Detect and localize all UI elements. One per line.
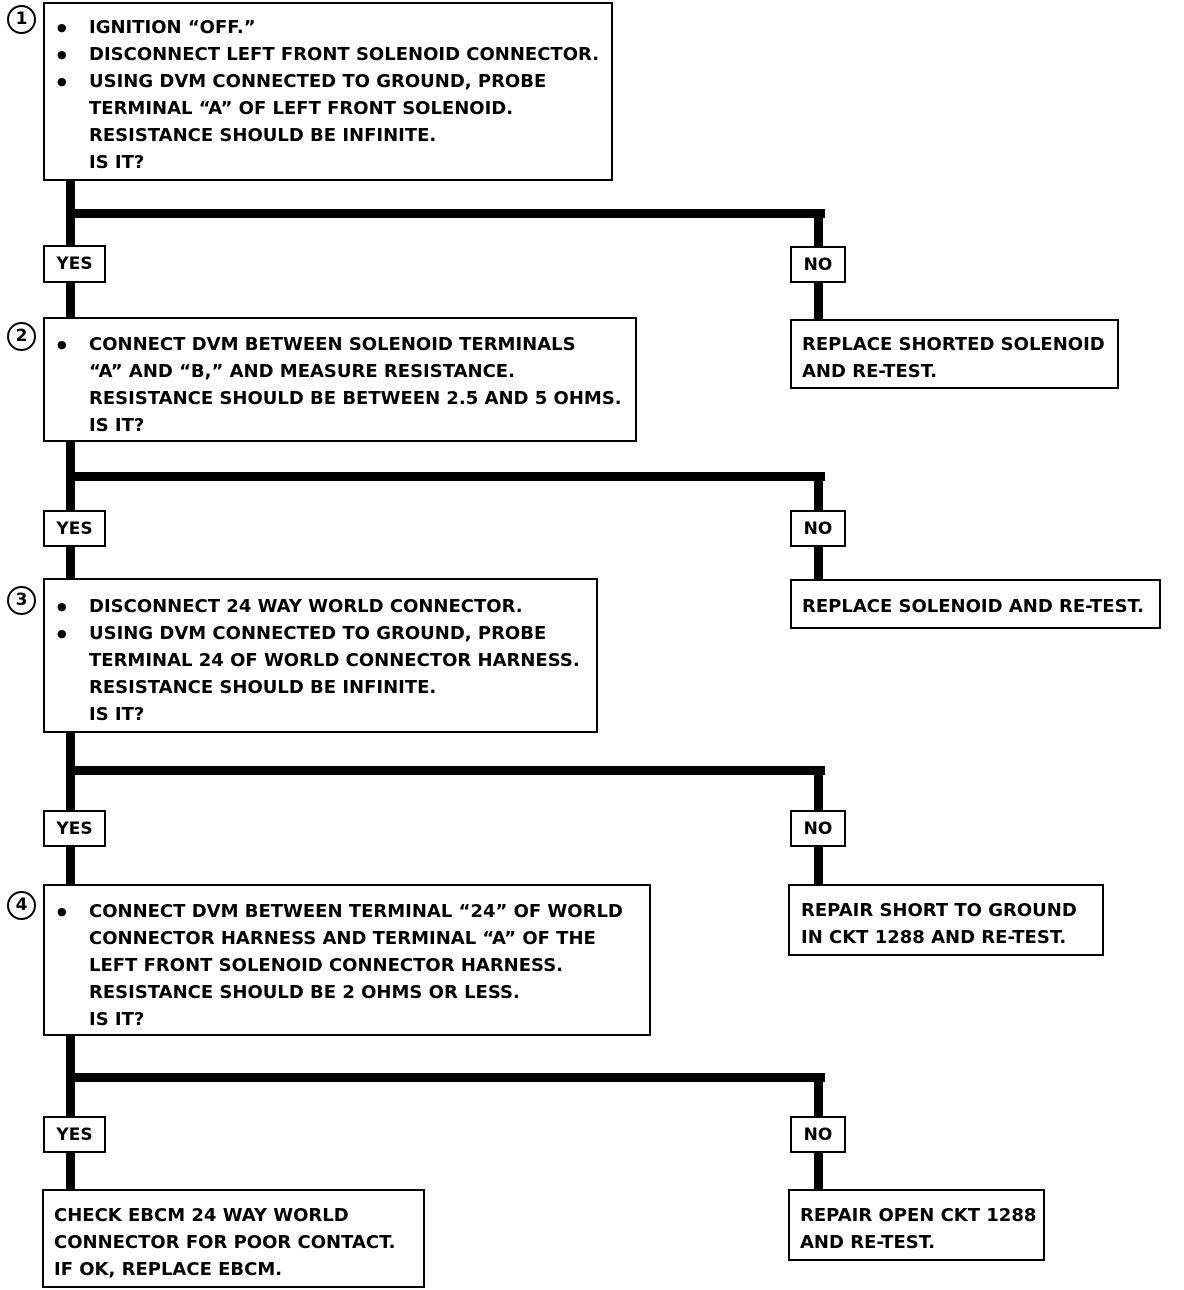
step-4-box: CONNECT DVM BETWEEN TERMINAL “24” OF WOR… <box>43 884 651 1036</box>
connector-line <box>66 209 825 218</box>
step-1-question: IS IT? <box>89 152 145 173</box>
connector-line <box>66 1073 825 1082</box>
step-4-question: IS IT? <box>89 1009 145 1030</box>
connector-line <box>814 209 823 247</box>
step-2-line: “A” AND “B,” AND MEASURE RESISTANCE. <box>89 361 515 382</box>
step-3-line: USING DVM CONNECTED TO GROUND, PROBE <box>45 620 596 647</box>
yes-label: YES <box>43 245 106 283</box>
step-1-line: TERMINAL “A” OF LEFT FRONT SOLENOID. <box>89 98 514 119</box>
result-line: AND RE-TEST. <box>800 1232 936 1253</box>
connector-line <box>814 1073 823 1116</box>
connector-line <box>814 282 823 320</box>
yes-label: YES <box>43 510 106 547</box>
result-line: CHECK EBCM 24 WAY WORLD <box>54 1205 349 1226</box>
connector-line <box>814 766 823 810</box>
step-4-line: CONNECT DVM BETWEEN TERMINAL “24” OF WOR… <box>45 898 649 925</box>
no-result-2: REPLACE SOLENOID AND RE-TEST. <box>790 579 1161 629</box>
result-line: IF OK, REPLACE EBCM. <box>54 1259 283 1280</box>
result-line: AND RE-TEST. <box>802 361 938 382</box>
connector-line <box>66 1152 75 1191</box>
yes-label: YES <box>43 810 106 847</box>
connector-line <box>814 846 823 886</box>
step-3-line: TERMINAL 24 OF WORLD CONNECTOR HARNESS. <box>89 650 580 671</box>
result-line: REPAIR SHORT TO GROUND <box>801 900 1077 921</box>
step-4-line: CONNECTOR HARNESS AND TERMINAL “A” OF TH… <box>89 928 596 949</box>
step-2-box: CONNECT DVM BETWEEN SOLENOID TERMINALS “… <box>43 317 637 442</box>
connector-line <box>814 1152 823 1191</box>
step-1-box: IGNITION “OFF.” DISCONNECT LEFT FRONT SO… <box>43 2 613 181</box>
step-1-line: DISCONNECT LEFT FRONT SOLENOID CONNECTOR… <box>45 41 611 68</box>
no-result-3: REPAIR SHORT TO GROUND IN CKT 1288 AND R… <box>788 884 1104 956</box>
no-label: NO <box>790 246 846 283</box>
connector-line <box>66 846 75 886</box>
step-number-2: 2 <box>7 322 36 351</box>
final-yes-result: CHECK EBCM 24 WAY WORLD CONNECTOR FOR PO… <box>42 1189 425 1288</box>
no-result-4: REPAIR OPEN CKT 1288 AND RE-TEST. <box>788 1189 1045 1261</box>
connector-line <box>66 282 75 319</box>
result-line: CONNECTOR FOR POOR CONTACT. <box>54 1232 396 1253</box>
connector-line <box>814 472 823 510</box>
step-3-line: RESISTANCE SHOULD BE INFINITE. <box>89 677 437 698</box>
result-line: REPAIR OPEN CKT 1288 <box>800 1205 1037 1226</box>
step-2-line: CONNECT DVM BETWEEN SOLENOID TERMINALS <box>45 331 635 358</box>
step-number-4: 4 <box>7 891 36 920</box>
step-2-line: RESISTANCE SHOULD BE BETWEEN 2.5 AND 5 O… <box>89 388 622 409</box>
no-result-1: REPLACE SHORTED SOLENOID AND RE-TEST. <box>790 319 1119 389</box>
connector-line <box>66 546 75 579</box>
step-1-line: RESISTANCE SHOULD BE INFINITE. <box>89 125 437 146</box>
connector-line <box>66 472 825 481</box>
step-3-question: IS IT? <box>89 704 145 725</box>
result-line: IN CKT 1288 AND RE-TEST. <box>801 927 1067 948</box>
step-1-line: IGNITION “OFF.” <box>45 14 611 41</box>
result-line: REPLACE SHORTED SOLENOID <box>802 334 1105 355</box>
result-line: REPLACE SOLENOID AND RE-TEST. <box>802 596 1144 617</box>
step-number-3: 3 <box>7 586 36 615</box>
connector-line <box>814 546 823 579</box>
no-label: NO <box>790 810 846 847</box>
step-3-line: DISCONNECT 24 WAY WORLD CONNECTOR. <box>45 593 596 620</box>
step-2-question: IS IT? <box>89 415 145 436</box>
step-1-line: USING DVM CONNECTED TO GROUND, PROBE <box>45 68 611 95</box>
connector-line <box>66 766 825 775</box>
step-4-line: LEFT FRONT SOLENOID CONNECTOR HARNESS. <box>89 955 564 976</box>
no-label: NO <box>790 510 846 547</box>
step-3-box: DISCONNECT 24 WAY WORLD CONNECTOR. USING… <box>43 578 598 733</box>
yes-label: YES <box>43 1116 106 1153</box>
step-4-line: RESISTANCE SHOULD BE 2 OHMS OR LESS. <box>89 982 520 1003</box>
step-number-1: 1 <box>7 5 36 34</box>
no-label: NO <box>790 1116 846 1153</box>
